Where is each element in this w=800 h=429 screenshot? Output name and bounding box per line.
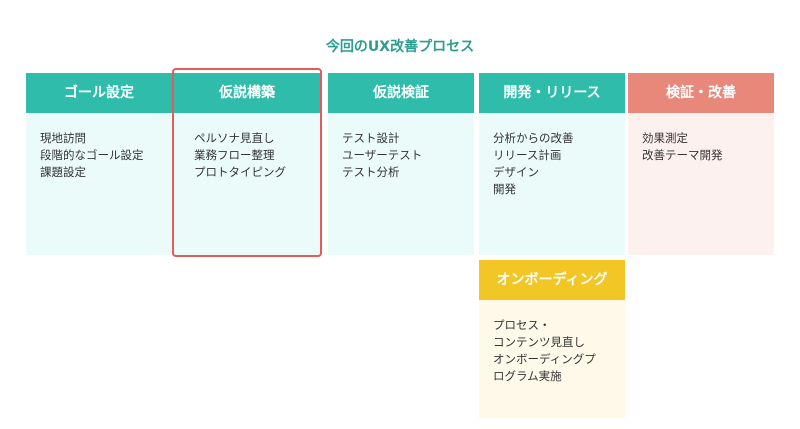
stage-item: デザイン xyxy=(493,165,539,179)
stage-goal-setting: ゴール設定 現地訪問 段階的なゴール設定 課題設定 xyxy=(26,73,172,255)
stage-item: ユーザーテスト xyxy=(342,148,423,162)
stage-item: テスト分析 xyxy=(342,165,400,179)
stage-item: ペルソナ見直し xyxy=(194,131,275,145)
stage-body: プロセス・ コンテンツ見直し オンボーディングプ ログラム実施 xyxy=(479,300,625,418)
stage-body: ペルソナ見直し 業務フロー整理 プロトタイピング xyxy=(174,113,320,255)
stage-item: 業務フロー整理 xyxy=(194,148,275,162)
stage-item: オンボーディングプ xyxy=(493,352,596,366)
stage-item: 分析からの改善 xyxy=(493,131,574,145)
stage-body: テスト設計 ユーザーテスト テスト分析 xyxy=(328,113,474,255)
stage-item: ログラム実施 xyxy=(493,369,562,383)
stage-item: プロセス・ xyxy=(493,318,551,332)
stage-header: オンボーディング xyxy=(479,260,625,300)
stage-item: 改善テーマ開発 xyxy=(642,148,723,162)
stage-development-release: 開発・リリース 分析からの改善 リリース計画 デザイン 開発 xyxy=(479,73,625,255)
stage-item: 開発 xyxy=(493,182,516,196)
stage-item: コンテンツ見直し xyxy=(493,335,585,349)
stage-validation-improvement: 検証・改善 効果測定 改善テーマ開発 xyxy=(628,73,774,255)
stage-item: 現地訪問 xyxy=(40,131,86,145)
stage-hypothesis-building: 仮説構築 ペルソナ見直し 業務フロー整理 プロトタイピング xyxy=(174,73,320,255)
stage-item: 課題設定 xyxy=(40,165,86,179)
stage-body: 効果測定 改善テーマ開発 xyxy=(628,113,774,255)
stage-header: 開発・リリース xyxy=(479,73,625,113)
stage-header: ゴール設定 xyxy=(26,73,172,113)
stage-item: 効果測定 xyxy=(642,131,688,145)
stage-body: 現地訪問 段階的なゴール設定 課題設定 xyxy=(26,113,172,255)
stage-onboarding: オンボーディング プロセス・ コンテンツ見直し オンボーディングプ ログラム実施 xyxy=(479,260,625,418)
stage-item: プロトタイピング xyxy=(194,165,286,179)
stage-item: リリース計画 xyxy=(493,148,562,162)
stage-item: テスト設計 xyxy=(342,131,400,145)
stage-hypothesis-validation: 仮説検証 テスト設計 ユーザーテスト テスト分析 xyxy=(328,73,474,255)
stage-header: 仮説検証 xyxy=(328,73,474,113)
diagram-title: 今回のUX改善プロセス xyxy=(325,39,475,55)
stage-header: 検証・改善 xyxy=(628,73,774,113)
stage-header: 仮説構築 xyxy=(174,73,320,113)
current-stage-highlight xyxy=(172,68,322,257)
stage-item: 段階的なゴール設定 xyxy=(40,148,144,162)
stage-body: 分析からの改善 リリース計画 デザイン 開発 xyxy=(479,113,625,255)
